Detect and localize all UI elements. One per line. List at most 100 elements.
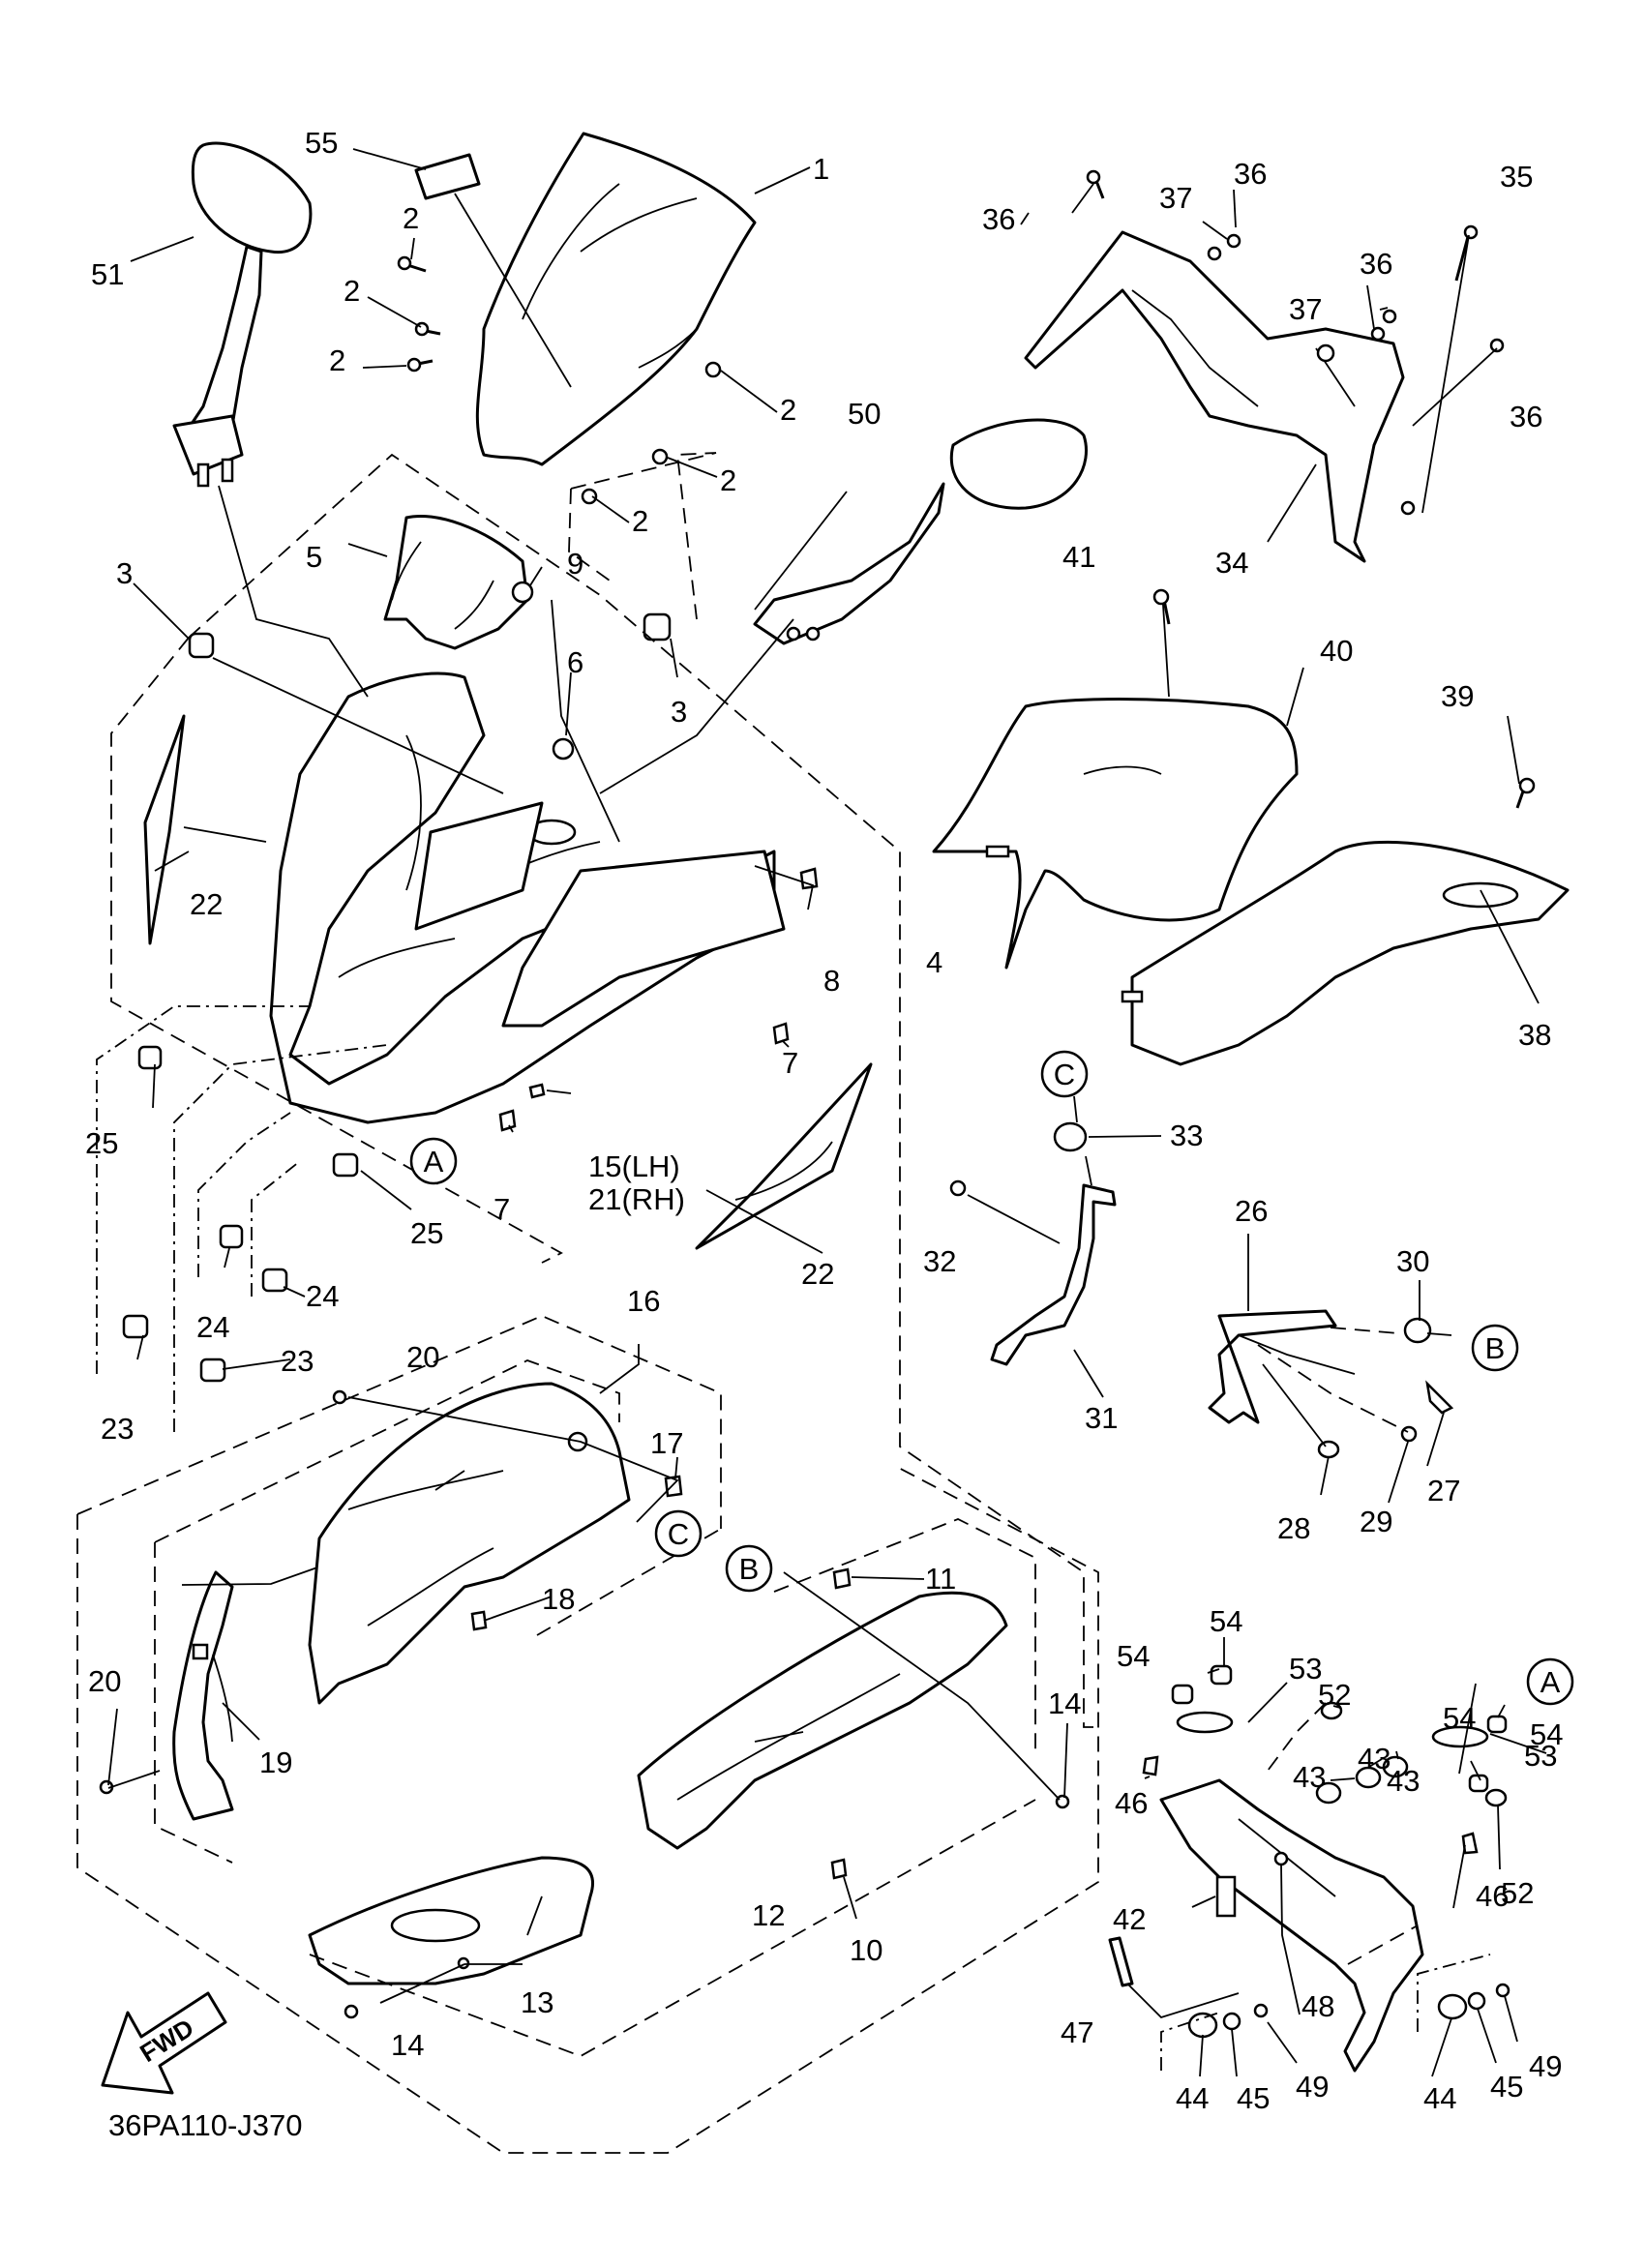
callout-39: 39 (1441, 679, 1474, 713)
callout-9: 9 (567, 547, 583, 581)
callout-47: 47 (1061, 2015, 1093, 2049)
clips-7-8 (498, 867, 819, 1132)
group-frames (76, 452, 1491, 2154)
callout-36: 36 (1510, 400, 1542, 433)
callout-14: 14 (391, 2028, 424, 2062)
callout-4: 4 (926, 945, 942, 979)
callout-43: 43 (1358, 1742, 1391, 1776)
svg-text:B: B (1485, 1331, 1506, 1365)
side-cover (1121, 840, 1570, 1066)
callout-55: 55 (305, 126, 338, 160)
callout-36: 36 (1360, 247, 1392, 281)
callout-2: 2 (632, 504, 648, 538)
callout-38: 38 (1518, 1018, 1551, 1052)
callout-44: 44 (1423, 2081, 1456, 2115)
callout-10: 10 (850, 1933, 882, 1967)
callout-11: 11 (925, 1562, 956, 1596)
callout-12: 12 (752, 1898, 785, 1932)
callout-3: 3 (116, 556, 133, 590)
decals (143, 714, 873, 1250)
callout-2: 2 (344, 274, 360, 308)
callout-2: 2 (720, 463, 736, 497)
callout-50: 50 (848, 397, 881, 431)
ref-b-lower: B (725, 1544, 773, 1593)
bolts-39-41 (1152, 588, 1536, 809)
callout-36: 36 (982, 202, 1015, 236)
callout-27: 27 (1427, 1474, 1460, 1507)
callout-52: 52 (1318, 1678, 1351, 1712)
callout-51: 51 (91, 257, 124, 291)
callout-40: 40 (1320, 634, 1353, 668)
callout-17: 17 (650, 1426, 683, 1460)
callout-48: 48 (1301, 1989, 1334, 2023)
lower-cowling-10 (308, 1591, 1070, 2019)
callout-2: 2 (403, 201, 419, 235)
bolts-top-right (1086, 169, 1505, 353)
callout-30: 30 (1396, 1244, 1429, 1278)
fwd-arrow-icon: FWD (101, 1991, 227, 2095)
callout-53: 53 (1289, 1652, 1322, 1686)
lower-cowling-16 (308, 1382, 631, 1705)
ref-circles: A A B B C C (409, 1050, 1574, 1706)
callout-35: 35 (1500, 160, 1533, 194)
callout-29: 29 (1360, 1505, 1392, 1538)
callout-1: 1 (813, 152, 829, 186)
bracket-26 (1208, 1309, 1454, 1459)
svg-text:A: A (1540, 1665, 1561, 1699)
ref-b-right: B (1471, 1324, 1519, 1372)
callout-52: 52 (1501, 1876, 1534, 1910)
svg-text:C: C (1054, 1058, 1075, 1091)
callout-5: 5 (306, 540, 322, 574)
leader-lines (107, 148, 1547, 2077)
callout-49: 49 (1529, 2049, 1562, 2083)
callout-41: 41 (1062, 540, 1095, 574)
callout-33: 33 (1170, 1119, 1203, 1152)
callout-19: 19 (259, 1746, 292, 1779)
callout-14: 14 (1048, 1686, 1081, 1720)
callout-8: 8 (823, 964, 840, 998)
callout-2: 2 (780, 393, 796, 427)
callout-7: 7 (782, 1046, 798, 1080)
callout-24: 24 (306, 1279, 339, 1313)
callout-7: 7 (494, 1192, 510, 1226)
screw-group-2 (397, 255, 722, 505)
bracket-42 (1159, 1778, 1424, 2073)
callout-32: 32 (923, 1244, 956, 1278)
callout-45: 45 (1237, 2081, 1270, 2115)
callout-21: 21(RH) (588, 1182, 685, 1216)
label-sticker (414, 153, 481, 200)
svg-text:C: C (668, 1517, 689, 1551)
callout-43: 43 (1387, 1764, 1420, 1798)
callout-36: 36 (1234, 157, 1267, 191)
callout-44: 44 (1176, 2081, 1209, 2115)
callouts: 1 2 2 2 2 2 2 2 3 3 4 5 6 7 7 8 9 10 11 … (85, 126, 1563, 2115)
callout-15: 15(LH) (588, 1149, 680, 1183)
callout-37: 37 (1289, 292, 1322, 326)
left-mirror (172, 141, 313, 488)
callout-46: 46 (1115, 1786, 1148, 1820)
callout-54: 54 (1117, 1639, 1150, 1673)
callout-42: 42 (1113, 1902, 1146, 1936)
callout-13: 13 (521, 1985, 553, 2019)
callout-24: 24 (196, 1310, 229, 1344)
callout-43: 43 (1293, 1760, 1326, 1794)
callout-46: 46 (1476, 1879, 1509, 1913)
inner-panel (383, 514, 529, 650)
callout-18: 18 (542, 1582, 575, 1616)
ref-c-upper: C (1040, 1050, 1089, 1098)
callout-2: 2 (329, 343, 345, 377)
callout-28: 28 (1277, 1511, 1310, 1545)
callout-20: 20 (88, 1664, 121, 1698)
callout-22: 22 (801, 1257, 834, 1291)
bracket-31 (949, 1121, 1117, 1366)
callout-54: 54 (1210, 1604, 1242, 1638)
ref-a-lower: A (1526, 1657, 1574, 1706)
right-mirror (753, 418, 1088, 645)
clips-11-12 (830, 1567, 852, 1880)
stay-bracket (1024, 230, 1416, 563)
callout-54: 54 (1443, 1701, 1476, 1735)
front-cowling (269, 671, 786, 1124)
windscreen (475, 132, 757, 466)
callout-16: 16 (627, 1284, 660, 1318)
